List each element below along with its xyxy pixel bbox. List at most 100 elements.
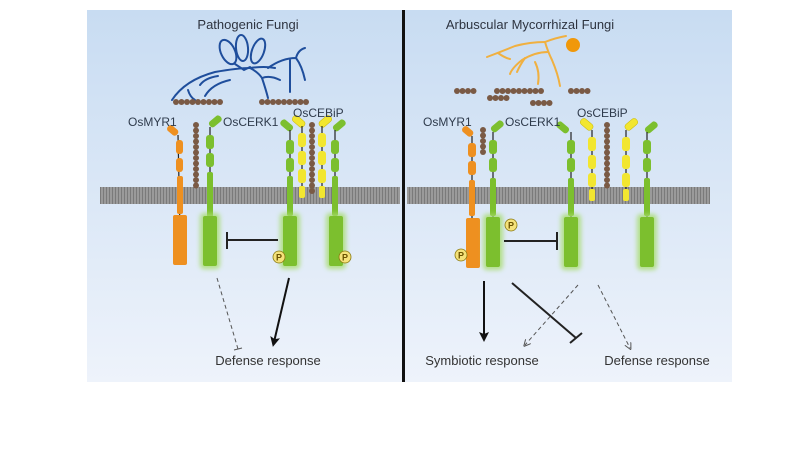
pathogenic-fungus-icon xyxy=(171,34,306,101)
chitin-bead xyxy=(604,122,610,128)
chitin-oligomers xyxy=(454,88,591,106)
chitin-bead xyxy=(516,88,522,94)
plasma-membrane xyxy=(407,187,710,204)
chitin-bead xyxy=(541,100,547,106)
chitin-bead xyxy=(206,99,212,105)
label-oscebip: OsCEBiP xyxy=(293,106,344,120)
panel-title-am: Arbuscular Mycorrhizal Fungi xyxy=(446,17,614,32)
chitin-bead xyxy=(459,88,466,94)
chitin-bead xyxy=(193,171,199,178)
chitin-bead xyxy=(546,100,553,106)
chitin-vertical xyxy=(480,127,486,155)
chitin-bead xyxy=(503,95,510,101)
osmyr1-receptor xyxy=(167,125,187,265)
chitin-bead xyxy=(604,155,610,161)
chitin-bead xyxy=(275,99,282,105)
oscerk1-receptor xyxy=(483,120,504,270)
panel-pathogenic: Pathogenic Fungi xyxy=(100,17,400,368)
label-osmyr1: OsMYR1 xyxy=(423,115,472,129)
phosphorylation-badge: P xyxy=(272,250,286,264)
chitin-bead xyxy=(604,171,610,178)
chitin-bead xyxy=(309,166,315,172)
label-osmyr1: OsMYR1 xyxy=(128,115,177,129)
chitin-bead xyxy=(193,144,199,150)
dashed-inhibition xyxy=(216,277,239,350)
chitin-bead xyxy=(281,99,287,105)
chitin-bead xyxy=(193,138,199,145)
chitin-bead xyxy=(568,88,574,94)
spore-icon xyxy=(566,38,580,52)
phosphorylation-badge: P xyxy=(454,248,468,262)
chitin-bead xyxy=(286,99,293,105)
chitin-bead xyxy=(604,160,610,167)
chitin-bead xyxy=(535,100,542,106)
chitin-bead xyxy=(498,95,504,101)
chitin-bead xyxy=(309,155,315,161)
plasma-membrane xyxy=(100,187,400,204)
chitin-bead xyxy=(297,99,304,105)
svg-text:P: P xyxy=(508,221,514,231)
label-oscebip: OsCEBiP xyxy=(577,106,628,120)
chitin-bead xyxy=(510,88,517,94)
chitin-bead xyxy=(193,182,199,189)
am-fungus-icon xyxy=(486,35,567,87)
chitin-bead xyxy=(270,99,276,105)
chitin-bead xyxy=(465,88,471,94)
panel-am: Arbuscular Mycorrhizal Fungi xyxy=(407,17,710,368)
response-symbiotic: Symbiotic response xyxy=(425,353,538,368)
chitin-vertical xyxy=(309,122,315,194)
chitin-bead xyxy=(189,99,196,105)
chitin-bead xyxy=(173,99,179,105)
response-defense: Defense response xyxy=(215,353,321,368)
chitin-bead xyxy=(538,88,544,94)
chitin-bead xyxy=(532,88,539,94)
activation-arrow xyxy=(270,277,290,347)
chitin-bead xyxy=(193,166,199,172)
chitin-bead xyxy=(521,88,528,94)
chitin-bead xyxy=(264,99,271,105)
svg-text:P: P xyxy=(342,253,348,263)
chitin-bead xyxy=(604,182,610,189)
chitin-bead xyxy=(480,143,486,150)
chitin-bead xyxy=(193,149,199,156)
chitin-bead xyxy=(309,144,315,150)
chitin-bead xyxy=(480,138,486,144)
chitin-bead xyxy=(604,133,610,139)
chitin-bead xyxy=(217,99,223,105)
chitin-bead xyxy=(604,127,610,134)
phosphorylation-badge: P xyxy=(338,250,352,264)
chitin-bead xyxy=(259,99,265,105)
oscerk1-oscebip-complex xyxy=(556,118,658,270)
dashed-arrow-to-defense xyxy=(597,284,630,348)
chitin-bead xyxy=(470,88,477,94)
chitin-bead xyxy=(193,160,199,167)
chitin-bead xyxy=(195,99,201,105)
oscerk1-receptor xyxy=(200,115,222,269)
chitin-bead xyxy=(480,127,486,133)
chitin-bead xyxy=(193,122,199,128)
chitin-bead xyxy=(573,88,580,94)
chitin-bead xyxy=(193,177,199,183)
chitin-bead xyxy=(303,99,309,105)
chitin-bead xyxy=(184,99,190,105)
phosphorylation-badge: P xyxy=(504,218,518,232)
inhibition-line xyxy=(511,282,583,344)
chitin-bead xyxy=(309,177,315,183)
chitin-oligomers xyxy=(173,99,309,105)
oscerk1-oscebip-complex xyxy=(280,115,346,269)
chitin-bead xyxy=(309,171,315,178)
chitin-bead xyxy=(178,99,185,105)
inhibition-arrow xyxy=(504,232,558,250)
chitin-bead xyxy=(211,99,218,105)
chitin-bead xyxy=(309,122,315,128)
chitin-vertical xyxy=(604,122,610,189)
chitin-bead xyxy=(309,160,315,167)
dashed-arrow-to-symbiotic xyxy=(525,284,579,345)
chitin-bead xyxy=(530,100,536,106)
chitin-bead xyxy=(480,149,486,155)
chitin-bead xyxy=(487,95,493,101)
chitin-bead xyxy=(309,188,315,194)
chitin-bead xyxy=(604,166,610,172)
dashed-inhibition-bar xyxy=(233,347,243,351)
label-oscerk1: OsCERK1 xyxy=(223,115,279,129)
